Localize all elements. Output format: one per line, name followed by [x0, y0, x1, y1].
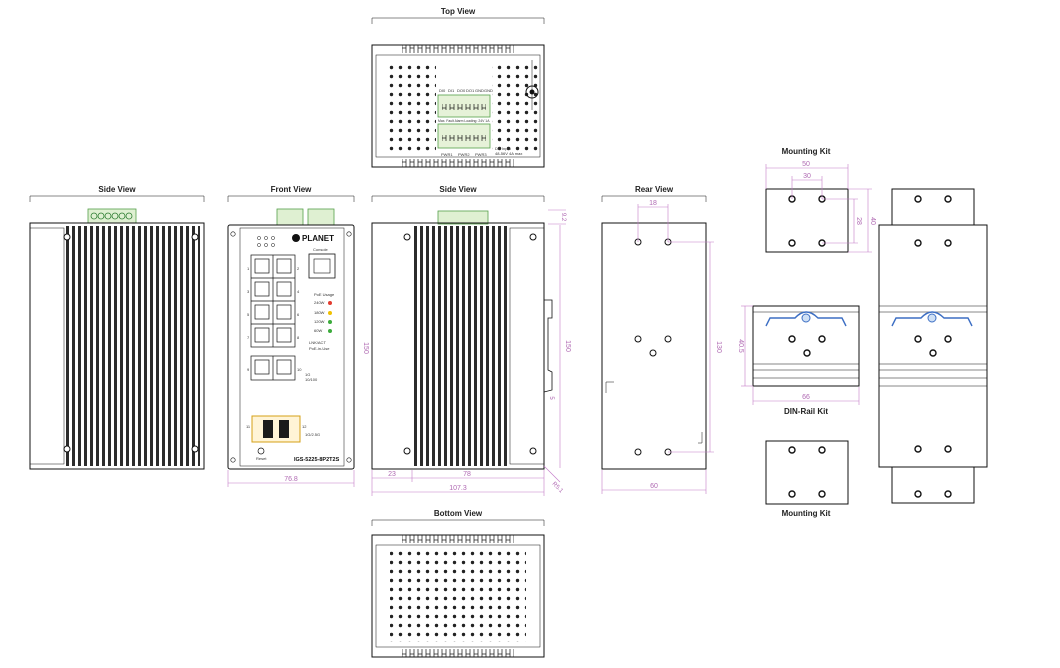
legend-link-label: LNK/ACT — [309, 340, 326, 345]
din-rail-kit: 40.5 66 DIN-Rail Kit — [737, 305, 860, 416]
din-height-dim: 40.5 — [737, 339, 744, 353]
din-clip-spring — [765, 311, 847, 327]
mounting-kit-bottom: Mounting Kit — [765, 440, 849, 518]
din-rail-kit-title: DIN-Rail Kit — [784, 407, 828, 416]
terminal-label-di0: DI0 — [439, 88, 446, 93]
din-clip-profile — [543, 299, 553, 393]
poe-level-240: 240W — [314, 300, 325, 305]
terminal-label-do1: DO1 — [466, 88, 475, 93]
rear-view-title: Rear View — [635, 185, 674, 194]
port-number-12: 12 — [302, 424, 307, 429]
port-number-5: 5 — [247, 312, 250, 317]
port-number-10: 10 — [297, 367, 302, 372]
port-number-4: 4 — [297, 289, 300, 294]
mk-hole-pitch-dim: 30 — [803, 173, 811, 180]
poe-level-120: 120W — [314, 319, 325, 324]
model-label: IGS-5225-8P2T2S — [294, 457, 340, 463]
poe-usage-leds — [328, 301, 332, 333]
mk-width-dim: 50 — [802, 161, 810, 168]
legend-10-100-label: 10/100 — [305, 377, 318, 382]
terminal-label-gnd2: GND — [484, 88, 493, 93]
top-view-title: Top View — [441, 7, 476, 16]
mounting-kit-bottom-title: Mounting Kit — [782, 509, 831, 518]
mounting-kit-top-title: Mounting Kit — [782, 147, 831, 156]
mk-hole-height-dim: 28 — [855, 217, 862, 225]
brand-label: PLANET — [302, 234, 334, 243]
side-view-left: Side View — [29, 185, 205, 470]
bottom-view-title: Bottom View — [434, 509, 483, 518]
top-view: Top View DI0 DI1 DO0 DO1 GND GND Max. Fa… — [371, 7, 545, 168]
fault-alarm-label: Max. Fault Alarm Loading: 24V 1A — [438, 119, 490, 123]
mk-height-dim: 40 — [869, 217, 876, 225]
side-corner-dim: R5.1 — [551, 481, 565, 495]
reset-button — [257, 447, 265, 455]
din-width-dim: 66 — [802, 394, 810, 401]
port-number-2: 2 — [297, 266, 300, 271]
reset-label: Reset — [256, 456, 267, 461]
side-view-left-title: Side View — [98, 185, 136, 194]
rear-hole-pitch-dim: 18 — [649, 200, 657, 207]
pwr2-label: PWR2 — [458, 152, 470, 157]
dc-rating-label: 48-56V 4A max — [495, 151, 522, 156]
rear-mounting-holes — [634, 238, 672, 456]
legend-1g-label: 1G — [305, 372, 310, 377]
port-number-9: 9 — [247, 367, 250, 372]
port-number-3: 3 — [247, 289, 250, 294]
rear-width-dim: 60 — [650, 483, 658, 490]
pwr1-label: PWR1 — [441, 152, 453, 157]
dc-input-label: DC Input — [495, 146, 512, 151]
console-port — [308, 253, 336, 279]
side-width-dim: 107.3 — [449, 485, 467, 492]
port-number-1: 1 — [247, 266, 250, 271]
legend-poe-label: PoE-in-Use — [309, 346, 330, 351]
ground-screw-icon — [525, 60, 539, 110]
legend-sfp-label: 1G/2.5G — [305, 432, 320, 437]
poe-level-180: 180W — [314, 310, 325, 315]
mounting-kit-top: Mounting Kit 50 30 28 40 — [765, 147, 876, 253]
side-height-dim: 150 — [564, 340, 571, 352]
poe-usage-label: PoE Usage — [314, 292, 335, 297]
side-view-right-title: Side View — [439, 185, 477, 194]
planet-logo: PLANET — [292, 234, 334, 243]
port-number-6: 6 — [297, 312, 300, 317]
side-depth-dim: 78 — [463, 471, 471, 478]
terminal-label-di1: DI1 — [448, 88, 455, 93]
side-left-offset-dim: 23 — [388, 471, 396, 478]
front-height-dim: 150 — [362, 342, 369, 354]
front-view-title: Front View — [271, 185, 313, 194]
assembled-kit — [878, 188, 988, 504]
terminal-label-do0: DO0 — [457, 88, 466, 93]
sfp-port-block — [251, 415, 301, 443]
terminal-label-gnd1: GND — [475, 88, 484, 93]
poe-level-60: 60W — [314, 328, 322, 333]
front-width-dim: 76.8 — [284, 476, 298, 483]
console-label: Console — [313, 247, 328, 252]
port-number-8: 8 — [297, 335, 300, 340]
front-view: Front View PLANET 1 2 3 — [227, 185, 369, 487]
side-top-dim: 9.2 — [560, 213, 566, 222]
rear-view: Rear View 18 130 60 — [601, 185, 722, 494]
rj45-port-block — [250, 254, 296, 381]
terminal-block-top — [437, 94, 491, 149]
rear-height-dim: 130 — [715, 341, 722, 353]
side-view-right: Side View 9.2 150 5 23 78 107.3 R5.1 — [371, 185, 571, 496]
port-number-11: 11 — [246, 424, 251, 429]
side-rail-dim: 5 — [548, 396, 554, 400]
led-cluster — [257, 236, 275, 247]
bottom-view: Bottom View — [371, 509, 545, 658]
port-number-7: 7 — [247, 335, 250, 340]
pwr3-label: PWR3 — [475, 152, 487, 157]
